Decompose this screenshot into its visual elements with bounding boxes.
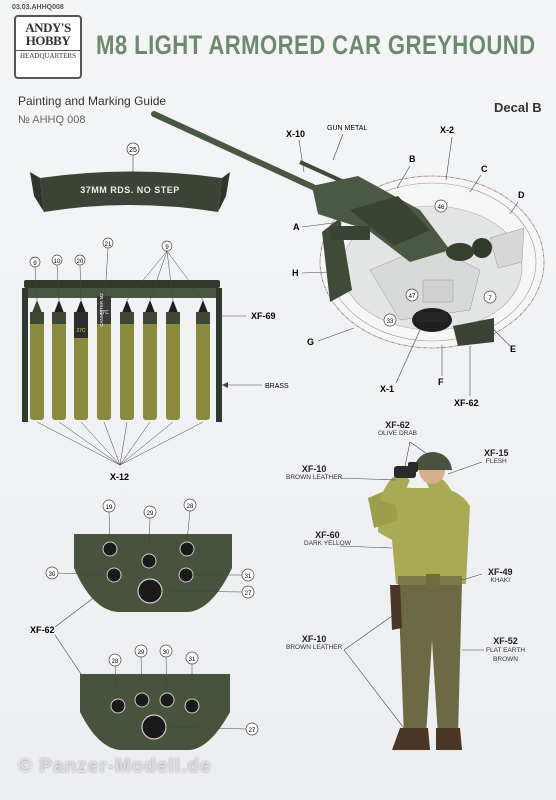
gauge-ref-29b: 29 bbox=[138, 650, 145, 656]
callout-flesh-name: FLESH bbox=[485, 458, 507, 465]
label-gunmetal: GUN METAL bbox=[327, 125, 367, 132]
brass-label: BRASS bbox=[265, 383, 289, 390]
figure-leader-lines bbox=[339, 441, 484, 737]
label-x1: X-1 bbox=[380, 384, 394, 394]
watermark: © Panzer-Modell.de bbox=[18, 756, 212, 777]
gauge-ref-31b: 31 bbox=[189, 657, 196, 663]
shell-mark-2: 37C bbox=[99, 310, 109, 316]
ref-25: 25 bbox=[129, 147, 137, 154]
callout-olive-drab: XF-62 OLIVE DRAB bbox=[378, 420, 417, 437]
turret-refs: 46 47 33 7 bbox=[383, 199, 497, 327]
gauge-ref-31: 31 bbox=[245, 574, 252, 580]
guide-title: Painting and Marking Guide bbox=[18, 94, 167, 108]
ref-25-callout: 25 bbox=[126, 142, 140, 176]
ammo-decal-band: 37MM RDS. NO STEP bbox=[30, 171, 230, 212]
label-x2: X-2 bbox=[440, 125, 454, 135]
label-g: G bbox=[307, 337, 314, 347]
callout-khaki-code: XF-49 bbox=[488, 567, 513, 577]
rack-ref-20: 20 bbox=[77, 259, 84, 265]
shell-mark-3: CANNISTER M2 bbox=[99, 293, 104, 327]
callout-olive-drab-code: XF-62 bbox=[385, 420, 410, 430]
gauge-ref-29: 29 bbox=[147, 511, 154, 517]
x12-leader-lines bbox=[36, 421, 204, 466]
shell-1 bbox=[30, 300, 44, 420]
callout-flat-earth-code: XF-52 bbox=[493, 636, 518, 646]
shell-6 bbox=[143, 300, 157, 420]
gauge-paint-code: XF-62 bbox=[30, 625, 55, 635]
decal-set-label: Decal B bbox=[494, 100, 542, 115]
turret-ref-7: 7 bbox=[488, 296, 492, 302]
rack-ref-21: 21 bbox=[105, 242, 112, 248]
logo-line-1: ANDY'S bbox=[25, 20, 71, 35]
callout-flat-earth-name: FLAT EARTH BROWN bbox=[486, 647, 526, 663]
rack-ref-9a: 9 bbox=[33, 261, 37, 267]
callout-brown-leather-bottom-name: BROWN LEATHER bbox=[286, 644, 343, 651]
gauge-ref-30: 30 bbox=[49, 572, 56, 578]
turret-ref-33: 33 bbox=[387, 319, 394, 325]
callout-dark-yellow-name: DARK YELLOW bbox=[304, 540, 351, 547]
callout-brown-leather-top-code: XF-10 bbox=[301, 464, 327, 474]
callout-brown-leather-top: XF-10 BROWN LEATHER bbox=[286, 464, 342, 481]
shell-4: 37C bbox=[97, 296, 111, 420]
turret-ref-47: 47 bbox=[409, 294, 416, 300]
turret-labels: X-10 GUN METAL X-2 B C D A H G E F X-1 X… bbox=[286, 125, 525, 408]
gauge-panel-bottom bbox=[80, 674, 230, 750]
shell-paint-code: X-12 bbox=[110, 472, 129, 482]
shell-8 bbox=[196, 300, 210, 420]
label-b: B bbox=[409, 154, 416, 164]
gauge-ref-30b: 30 bbox=[163, 650, 170, 656]
gauge-ref-27b: 27 bbox=[249, 728, 256, 734]
label-e: E bbox=[510, 344, 516, 354]
shell-5 bbox=[120, 300, 134, 420]
callout-dark-yellow: XF-60 DARK YELLOW bbox=[304, 530, 351, 547]
callout-dark-yellow-code: XF-60 bbox=[315, 530, 340, 540]
rack-ref-9b: 9 bbox=[165, 245, 169, 251]
band-text: 37MM RDS. NO STEP bbox=[80, 185, 180, 195]
gauge-ref-28b: 28 bbox=[112, 659, 119, 665]
callout-khaki: XF-49 KHAKI bbox=[488, 567, 513, 584]
gauge-ref-28: 28 bbox=[187, 504, 194, 510]
label-c: C bbox=[481, 164, 488, 174]
callout-flat-earth: XF-52 FLAT EARTH BROWN bbox=[486, 636, 525, 664]
label-x10-top: X-10 bbox=[286, 129, 305, 139]
label-a: A bbox=[293, 222, 300, 232]
callout-flesh: XF-15 FLESH bbox=[484, 448, 509, 465]
brand-logo: ANDY'S HOBBY HEADQUARTERS bbox=[14, 15, 82, 79]
turret-ref-46: 46 bbox=[438, 205, 445, 211]
catalog-number: № AHHQ 008 bbox=[18, 114, 86, 126]
callout-brown-leather-top-name: BROWN LEATHER bbox=[286, 474, 343, 481]
callout-brown-leather-bottom: XF-10 BROWN LEATHER bbox=[286, 634, 342, 651]
shell-3: 37C bbox=[74, 300, 88, 420]
gauge-ref-27a: 27 bbox=[245, 591, 252, 597]
callout-brown-leather-bottom-code: XF-10 bbox=[301, 634, 327, 644]
rack-ref-10: 10 bbox=[54, 259, 61, 265]
page-title: M8 LIGHT ARMORED CAR GREYHOUND bbox=[96, 30, 536, 60]
shell-mark-1: 37C bbox=[76, 328, 86, 334]
label-d: D bbox=[518, 190, 525, 200]
ammo-rack: 37C 37C bbox=[22, 280, 222, 422]
sheet-number: 03.03.AHHQ008 bbox=[12, 4, 64, 11]
crewman-figure bbox=[368, 452, 470, 750]
label-f: F bbox=[438, 377, 444, 387]
label-h: H bbox=[292, 268, 299, 278]
callout-flesh-code: XF-15 bbox=[484, 448, 509, 458]
logo-line-2: HOBBY bbox=[25, 33, 71, 48]
shell-7 bbox=[166, 300, 180, 420]
rack-top-refs: 9 10 20 21 9 bbox=[29, 237, 204, 301]
logo-line-3: HEADQUARTERS bbox=[16, 50, 80, 61]
gauge-top-refs: 19 29 28 30 31 27 bbox=[45, 498, 255, 599]
label-xf62-turret: XF-62 bbox=[454, 398, 479, 408]
gauge-panel-top bbox=[74, 534, 232, 612]
rack-paint-code: XF-69 bbox=[251, 311, 276, 321]
gauge-ref-19: 19 bbox=[106, 505, 113, 511]
callout-olive-drab-name: OLIVE DRAB bbox=[378, 430, 418, 437]
callout-khaki-name: KHAKI bbox=[490, 577, 511, 584]
shell-2 bbox=[52, 300, 66, 420]
turret-illustration bbox=[151, 111, 545, 349]
gauge-bottom-refs: 28 29 30 31 27 bbox=[108, 644, 259, 736]
